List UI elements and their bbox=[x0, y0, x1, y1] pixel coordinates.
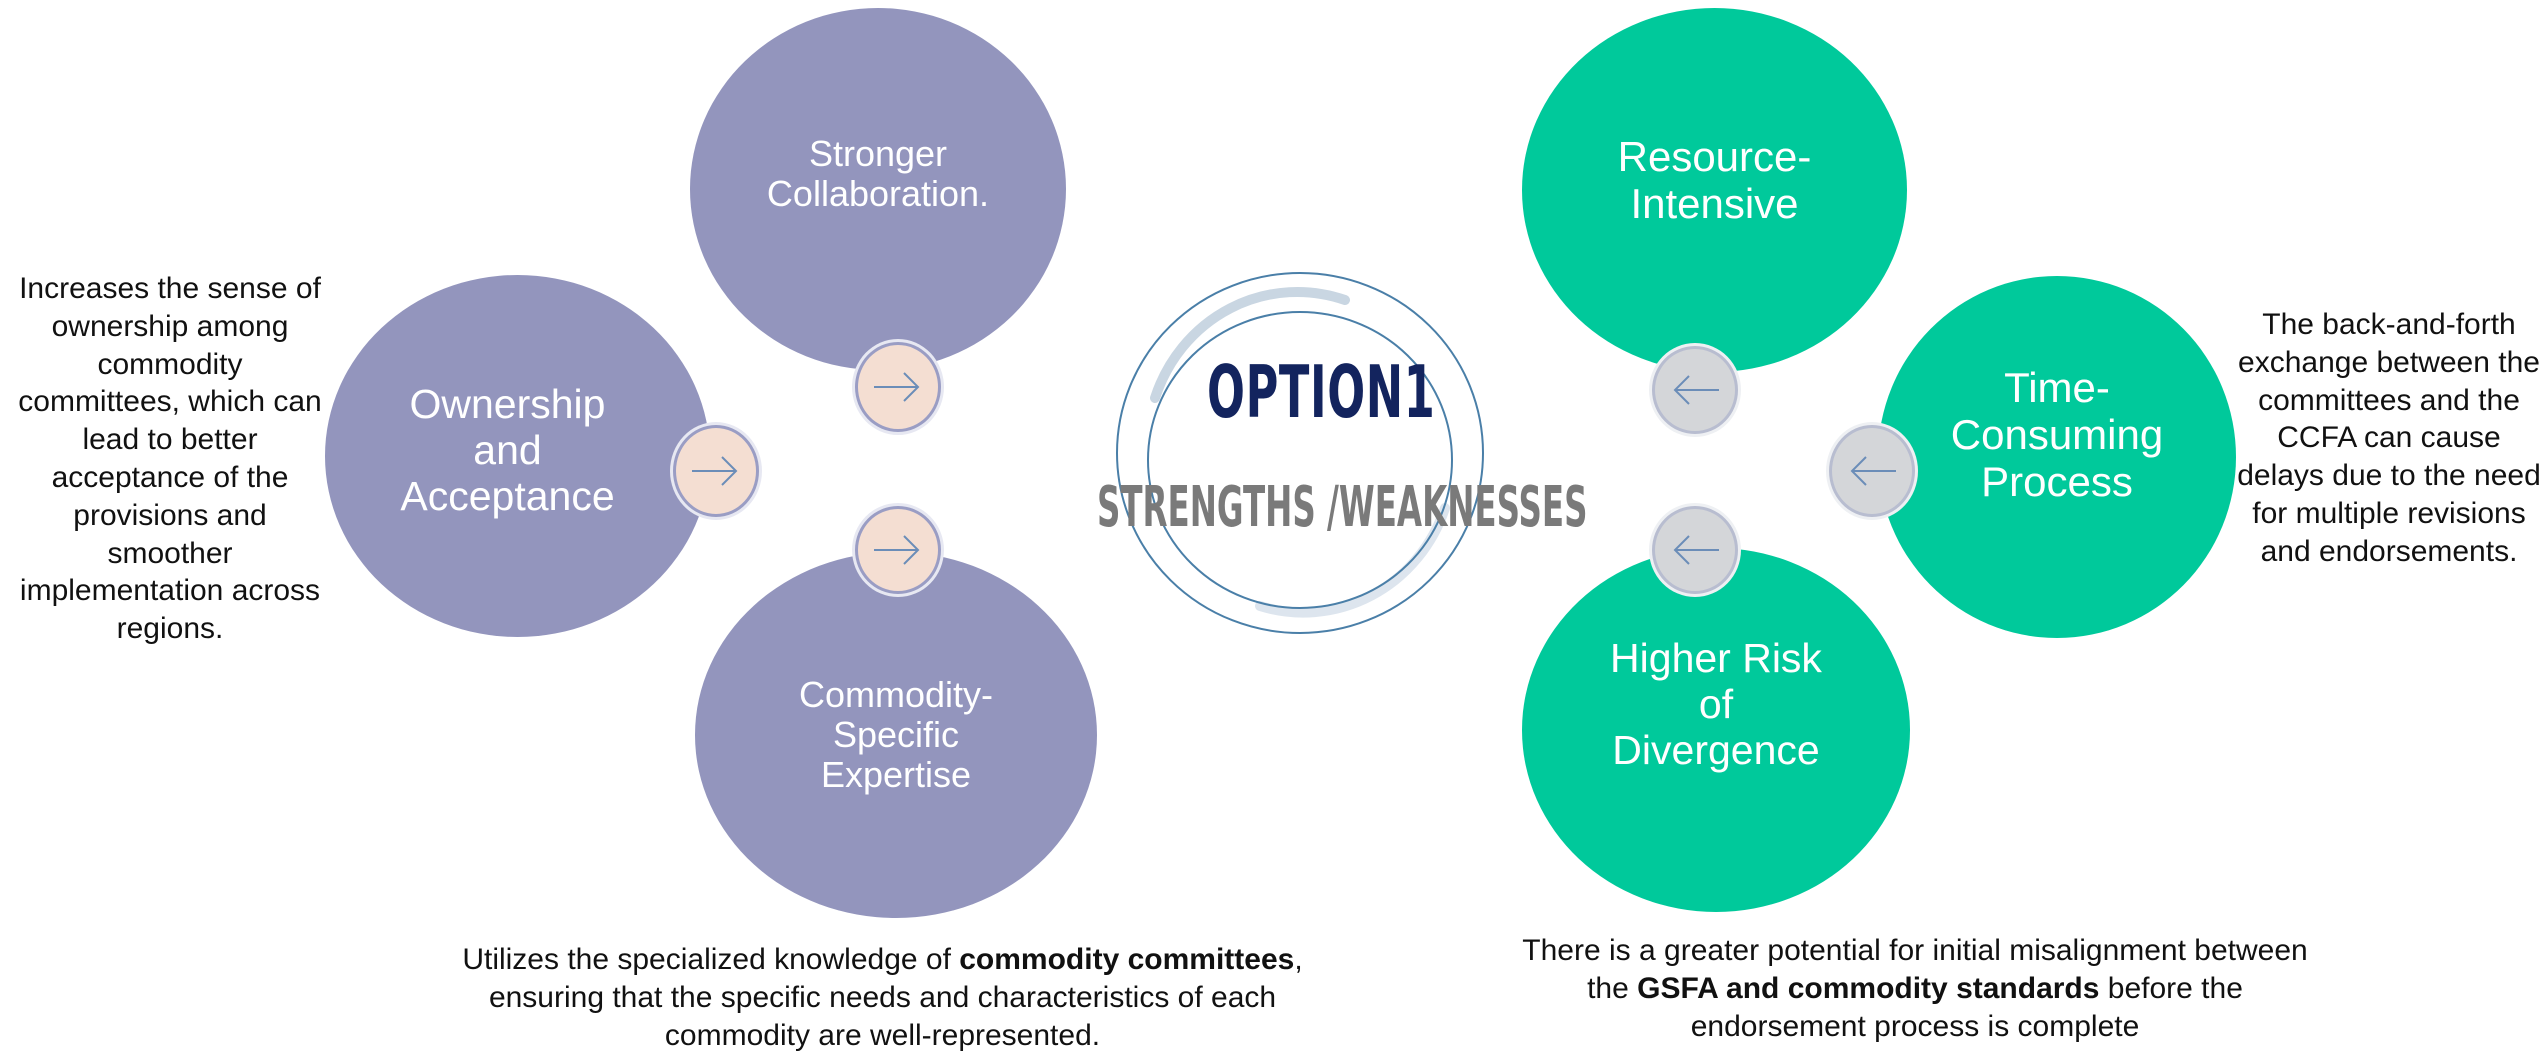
ownership-description: Increases the sense of ownership among c… bbox=[18, 272, 322, 646]
arrow-left-icon bbox=[1652, 506, 1738, 594]
arrow-right-icon bbox=[673, 425, 759, 517]
expertise-text-after: , ensuring that the specific needs and c… bbox=[488, 943, 1303, 1052]
strength-commodity-specific-expertise: Commodity-Specific Expertise bbox=[695, 552, 1097, 918]
divergence-text-bold: GSFA and commodity standards bbox=[1637, 971, 2100, 1005]
divergence-description: There is a greater potential for initial… bbox=[1515, 932, 2315, 1045]
arrow-right-icon bbox=[855, 506, 941, 594]
strength-label: Stronger Collaboration. bbox=[766, 132, 990, 214]
strength-label: Ownership and Acceptance bbox=[400, 381, 615, 519]
weakness-label: Resource-Intensive bbox=[1617, 132, 1812, 227]
weakness-resource-intensive: Resource-Intensive bbox=[1522, 8, 1907, 372]
strength-label: Commodity-Specific Expertise bbox=[798, 673, 994, 796]
arrow-left-icon bbox=[1829, 425, 1915, 517]
divergence-text-before: There is a greater potential for initial… bbox=[1522, 934, 2308, 1005]
arrow-right-icon bbox=[855, 342, 941, 432]
weakness-higher-risk-divergence: Higher Risk of Divergence bbox=[1522, 548, 1910, 912]
weakness-label: Higher Risk of Divergence bbox=[1610, 635, 1822, 773]
arrow-left-icon bbox=[1652, 346, 1738, 434]
expertise-text-bold: commodity committees bbox=[959, 943, 1295, 976]
divergence-text-after: before the endorsement process is comple… bbox=[1690, 971, 2243, 1043]
strength-ownership-acceptance: Ownership and Acceptance bbox=[325, 275, 710, 637]
center-title: OPTION1 bbox=[1207, 350, 1436, 434]
expertise-text-before: Utilizes the specialized knowledge of bbox=[462, 943, 960, 976]
expertise-description: Utilizes the specialized knowledge of co… bbox=[425, 941, 1340, 1054]
strength-stronger-collaboration: Stronger Collaboration. bbox=[690, 8, 1066, 370]
weakness-time-consuming-process: Time-Consuming Process bbox=[1878, 276, 2236, 638]
weakness-label: Time-Consuming Process bbox=[1950, 363, 2164, 506]
time-consuming-description: The back-and-forth exchange between the … bbox=[2237, 308, 2541, 568]
center-ring bbox=[1116, 272, 1484, 634]
center-subtitle: STRENGTHS /WEAKNESSES bbox=[1097, 475, 1588, 540]
